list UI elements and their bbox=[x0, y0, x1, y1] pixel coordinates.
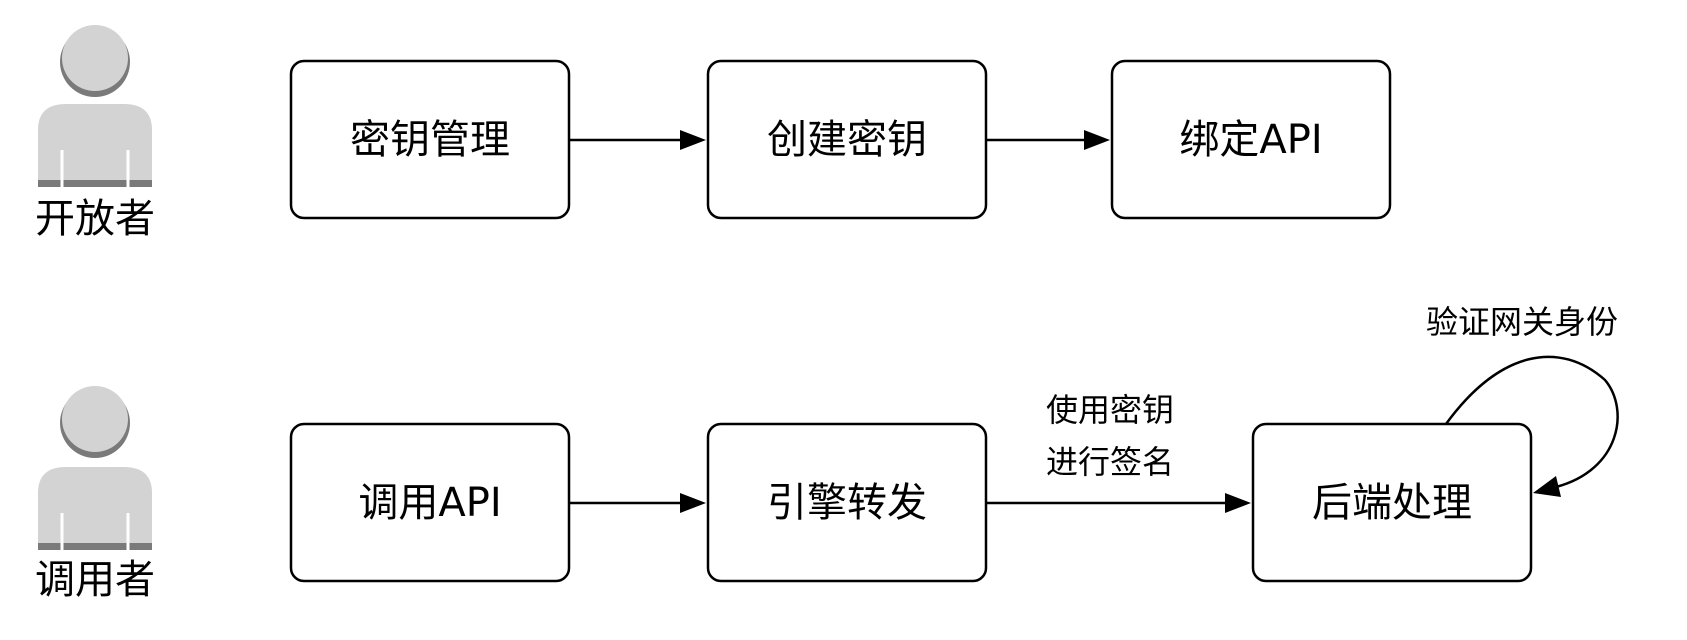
node-create-key: 创建密钥 bbox=[706, 59, 988, 220]
arrow-head-icon bbox=[680, 493, 706, 513]
node-backend-process: 后端处理 bbox=[1251, 422, 1533, 583]
edge-create-key-to-bind-api bbox=[986, 130, 1110, 150]
node-label: 后端处理 bbox=[1312, 480, 1472, 526]
person-icon bbox=[38, 25, 152, 187]
edge-call-api-to-engine-forward bbox=[569, 493, 706, 513]
edge-key-management-to-create-key bbox=[569, 130, 706, 150]
node-box bbox=[1110, 59, 1392, 220]
edge-label-sign-line1: 使用密钥 bbox=[1046, 391, 1174, 429]
node-label: 调用API bbox=[358, 480, 501, 526]
actor-opener: 开放者 bbox=[35, 25, 155, 242]
arrow-head-icon bbox=[1533, 476, 1561, 497]
actor-label-opener: 开放者 bbox=[35, 196, 155, 242]
edge-engine-forward-to-backend-process: 使用密钥 进行签名 bbox=[986, 391, 1251, 513]
arrow-head-icon bbox=[680, 130, 706, 150]
edge-label-sign-line2: 进行签名 bbox=[1046, 443, 1174, 481]
edge-label-verify-gateway: 验证网关身份 bbox=[1426, 303, 1618, 341]
node-label: 密钥管理 bbox=[350, 117, 510, 163]
node-call-api: 调用API bbox=[289, 422, 571, 583]
arrow-head-icon bbox=[1225, 493, 1251, 513]
node-key-management: 密钥管理 bbox=[289, 59, 571, 220]
actor-label-caller: 调用者 bbox=[35, 557, 155, 603]
node-label: 引擎转发 bbox=[767, 480, 927, 526]
node-engine-forward: 引擎转发 bbox=[706, 422, 988, 583]
node-box bbox=[1251, 422, 1533, 583]
actor-caller: 调用者 bbox=[35, 386, 155, 603]
node-label: 绑定API bbox=[1179, 117, 1322, 163]
edge-backend-self-loop: 验证网关身份 bbox=[1426, 303, 1619, 497]
arrow-head-icon bbox=[1084, 130, 1110, 150]
node-label: 创建密钥 bbox=[767, 117, 927, 163]
person-icon bbox=[38, 386, 152, 550]
node-bind-api: 绑定API bbox=[1110, 59, 1392, 220]
